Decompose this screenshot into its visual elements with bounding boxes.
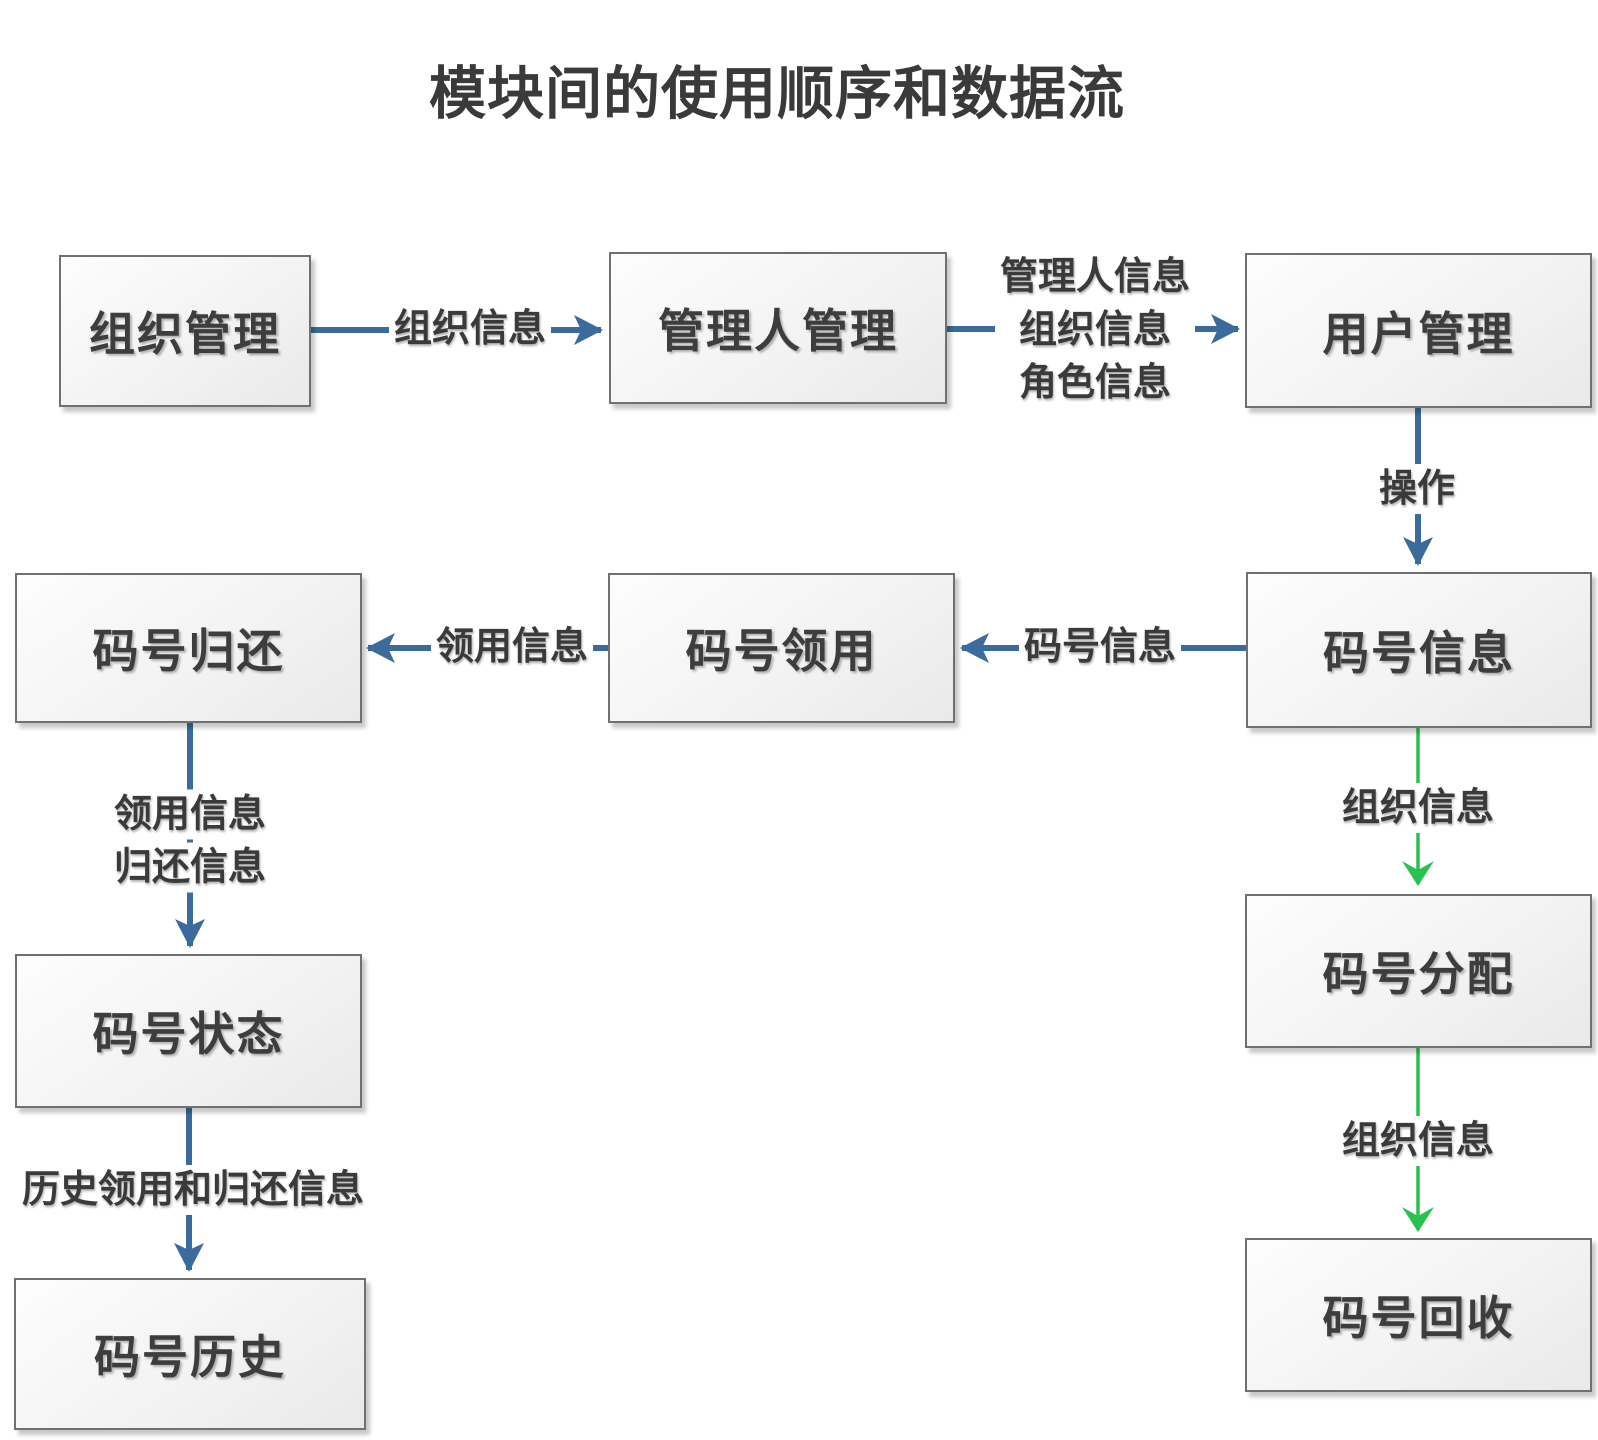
edge-label-return-to-status: 领用信息 归还信息 xyxy=(108,787,272,896)
edge-label-user-to-number-info: 操作 xyxy=(1373,461,1461,517)
edge-label-status-to-history: 历史领用和归还信息 xyxy=(16,1162,370,1218)
diagram-title: 模块间的使用顺序和数据流 xyxy=(429,62,1125,126)
edge-label-allocation-to-recycle: 组织信息 xyxy=(1336,1113,1500,1169)
node-number-allocation: 码号分配 xyxy=(1245,894,1592,1048)
edge-label-text: 组织信息 xyxy=(388,304,552,354)
edge-label-text: 组织信息 xyxy=(994,305,1196,355)
node-org-management: 组织管理 xyxy=(59,255,311,407)
edge-label-text: 历史领用和归还信息 xyxy=(16,1165,370,1215)
edge-label-org-to-admin: 组织信息 xyxy=(388,301,552,357)
node-number-info: 码号信息 xyxy=(1246,572,1592,728)
edge-label-number-info-to-allocation: 组织信息 xyxy=(1336,780,1500,836)
edge-label-claim-to-return: 领用信息 xyxy=(430,619,594,675)
node-admin-management: 管理人管理 xyxy=(609,252,947,404)
node-number-recycle: 码号回收 xyxy=(1245,1238,1592,1392)
node-number-return: 码号归还 xyxy=(15,573,362,723)
edge-label-text: 组织信息 xyxy=(1336,783,1500,833)
node-user-management: 用户管理 xyxy=(1245,253,1592,408)
edge-label-number-info-to-claim: 码号信息 xyxy=(1018,619,1182,675)
node-number-history: 码号历史 xyxy=(14,1278,366,1430)
edge-label-text: 管理人信息 xyxy=(994,252,1196,302)
edge-label-text: 归还信息 xyxy=(108,842,272,893)
edge-label-text: 领用信息 xyxy=(430,622,594,672)
edge-label-text: 角色信息 xyxy=(994,358,1196,408)
edge-label-text: 码号信息 xyxy=(1018,622,1182,672)
node-number-status: 码号状态 xyxy=(15,954,362,1108)
edge-label-text: 操作 xyxy=(1373,464,1461,514)
blue-arrows xyxy=(174,314,1433,1272)
edge-label-admin-to-user: 管理人信息 组织信息 角色信息 xyxy=(994,249,1196,411)
edge-label-text: 组织信息 xyxy=(1336,1116,1500,1166)
node-number-claim: 码号领用 xyxy=(608,573,955,723)
edge-label-text: 领用信息 xyxy=(108,789,272,840)
